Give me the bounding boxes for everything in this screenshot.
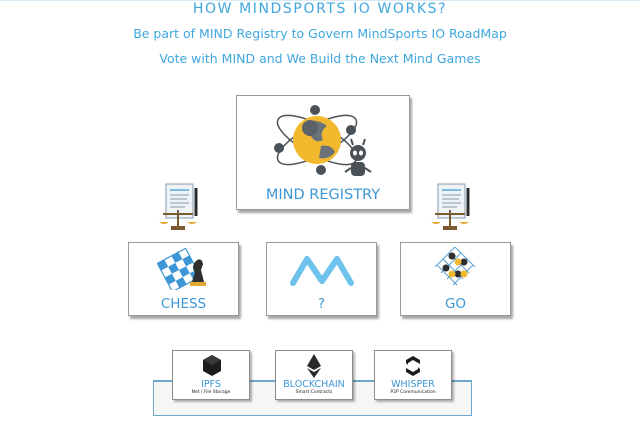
- tech-label-whisper: WHISPER: [391, 379, 435, 390]
- chess-icon: [157, 248, 206, 290]
- top-divider: [0, 0, 640, 1]
- page-title: HOW MINDSPORTS IO WORKS?: [192, 1, 448, 17]
- ethereum-icon: [307, 354, 321, 378]
- game-card-next[interactable]: ?: [266, 242, 377, 316]
- game-card-go[interactable]: GO: [400, 242, 511, 316]
- globe-atom-robot-icon: [274, 105, 372, 176]
- tech-sub-ipfs: Net / File Storage: [191, 390, 231, 395]
- tech-sub-whisper: P2P Communication: [390, 390, 436, 395]
- subtitle-registry: Be part of MIND Registry to Govern MindS…: [133, 26, 507, 41]
- tech-card-whisper[interactable]: WHISPER P2P Communication: [374, 350, 452, 400]
- go-board-icon: [434, 247, 476, 286]
- document-scale-icon: [159, 183, 198, 230]
- mind-registry-label: MIND REGISTRY: [265, 187, 381, 203]
- tech-label-ipfs: IPFS: [201, 379, 221, 390]
- game-label-next: ?: [317, 296, 326, 312]
- game-label-chess: CHESS: [160, 296, 207, 312]
- whisper-icon: [406, 356, 420, 376]
- tech-label-blockchain: BLOCKCHAIN: [283, 379, 345, 390]
- tech-card-blockchain[interactable]: BLOCKCHAIN Smart Contracts: [275, 350, 353, 400]
- game-card-chess[interactable]: CHESS: [128, 242, 239, 316]
- document-scale-icon: [431, 183, 470, 230]
- ipfs-cube-icon: [203, 355, 221, 376]
- subtitle-vote: Vote with MIND and We Build the Next Min…: [159, 51, 481, 66]
- mind-registry-card[interactable]: MIND REGISTRY: [236, 95, 410, 210]
- game-label-go: GO: [444, 296, 467, 312]
- mindsports-logo-icon: [290, 256, 354, 286]
- tech-sub-blockchain: Smart Contracts: [295, 390, 333, 395]
- tech-card-ipfs[interactable]: IPFS Net / File Storage: [172, 350, 250, 400]
